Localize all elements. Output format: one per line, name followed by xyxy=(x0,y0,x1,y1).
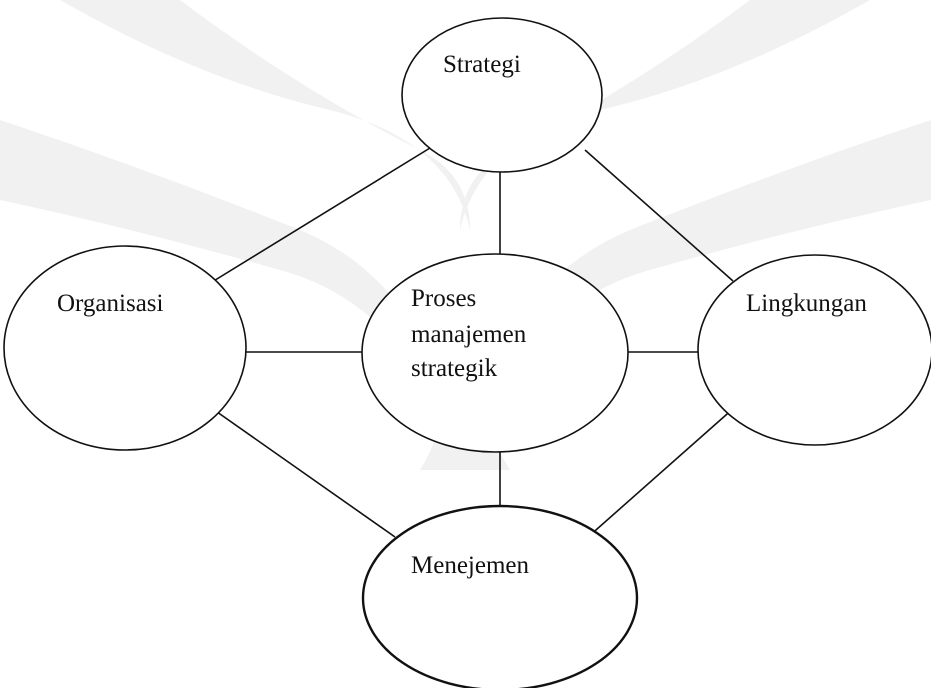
node-lingkungan-ellipse xyxy=(697,254,931,446)
node-organisasi-label: Organisasi xyxy=(57,290,164,317)
node-menejemen: Menejemen xyxy=(361,504,639,688)
node-organisasi-ellipse xyxy=(3,245,247,451)
node-lingkungan: Lingkungan xyxy=(697,254,931,446)
node-strategi: Strategi xyxy=(401,17,603,173)
edge-strategi-lingkungan xyxy=(584,149,734,282)
node-menejemen-ellipse xyxy=(361,504,639,688)
node-menejemen-label: Menejemen xyxy=(411,552,530,579)
node-organisasi: Organisasi xyxy=(3,245,247,451)
node-lingkungan-label: Lingkungan xyxy=(746,290,867,317)
edge-organisasi-menejemen xyxy=(209,406,396,538)
node-proses-label-line3: strategik xyxy=(411,355,498,382)
node-proses-ellipse xyxy=(361,253,629,453)
edge-lingkungan-menejemen xyxy=(587,406,736,538)
node-proses: Proses manajemen strategik xyxy=(361,253,629,453)
node-strategi-ellipse xyxy=(401,17,603,173)
node-strategi-label: Strategi xyxy=(443,51,521,78)
edges xyxy=(209,147,736,538)
node-proses-label-line2: manajemen xyxy=(411,321,527,348)
edge-strategi-organisasi xyxy=(211,147,431,283)
node-proses-label-line1: Proses xyxy=(411,285,476,312)
